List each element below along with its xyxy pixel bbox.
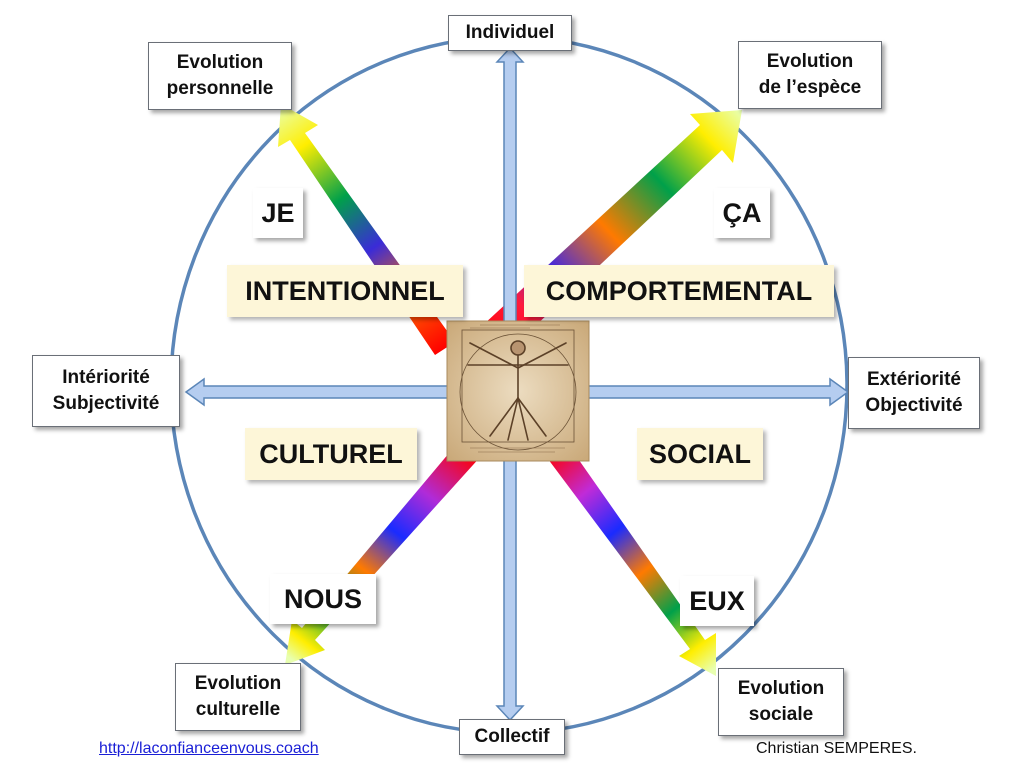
pronoun-ca: ÇA <box>714 188 770 238</box>
pronoun-je: JE <box>253 188 303 238</box>
evolution-sociale-line1: Evolution <box>737 678 825 699</box>
evolution-personnelle-line1: Evolution <box>176 52 264 73</box>
axis-exteriorite-box: Extériorité Objectivité <box>848 357 980 429</box>
evolution-espece-line1: Evolution <box>766 51 854 72</box>
author-credit: Christian SEMPERES. <box>756 740 917 757</box>
axis-individuel-box: Individuel <box>448 15 572 51</box>
evolution-espece-line2: de l’espèce <box>758 77 862 98</box>
evolution-sociale-box: Evolution sociale <box>718 668 844 736</box>
axis-subjectivite-label: Subjectivité <box>52 393 160 414</box>
quadrant-culturel-text: CULTUREL <box>259 438 403 469</box>
axis-interiorite-box: Intériorité Subjectivité <box>32 355 180 427</box>
pronoun-ca-text: ÇA <box>722 197 762 228</box>
quadrant-intentionnel: INTENTIONNEL <box>227 265 463 317</box>
vitruvian-man-image <box>446 320 590 462</box>
quadrant-intentionnel-text: INTENTIONNEL <box>245 275 445 306</box>
evolution-sociale-line2: sociale <box>748 704 814 725</box>
evolution-espece-box: Evolution de l’espèce <box>738 41 882 109</box>
arrow-evolution-personnelle <box>278 104 455 355</box>
pronoun-eux: EUX <box>680 576 754 626</box>
quadrant-social-text: SOCIAL <box>648 438 751 469</box>
quadrant-comportemental: COMPORTEMENTAL <box>524 265 834 317</box>
axis-objectivite-label: Objectivité <box>865 395 963 416</box>
quadrant-comportemental-text: COMPORTEMENTAL <box>545 275 813 306</box>
quadrant-culturel: CULTUREL <box>245 428 417 480</box>
axis-collectif-label: Collectif <box>474 726 550 747</box>
evolution-culturelle-box: Evolution culturelle <box>175 663 301 731</box>
quadrant-social: SOCIAL <box>637 428 763 480</box>
axis-interiorite-label: Intériorité <box>62 367 150 388</box>
website-link[interactable]: http://laconfianceenvous.coach <box>99 740 319 757</box>
evolution-personnelle-box: Evolution personnelle <box>148 42 292 110</box>
evolution-personnelle-line2: personnelle <box>166 78 274 99</box>
axis-exteriorite-label: Extériorité <box>867 369 961 390</box>
pronoun-nous: NOUS <box>270 574 376 624</box>
pronoun-je-text: JE <box>261 197 295 228</box>
pronoun-nous-text: NOUS <box>283 583 362 614</box>
evolution-culturelle-line1: Evolution <box>194 673 282 694</box>
axis-collectif-box: Collectif <box>459 719 565 755</box>
axis-individuel-label: Individuel <box>465 22 555 43</box>
evolution-culturelle-line2: culturelle <box>195 699 281 720</box>
arrow-evolution-sociale <box>545 443 716 676</box>
pronoun-eux-text: EUX <box>689 585 745 616</box>
